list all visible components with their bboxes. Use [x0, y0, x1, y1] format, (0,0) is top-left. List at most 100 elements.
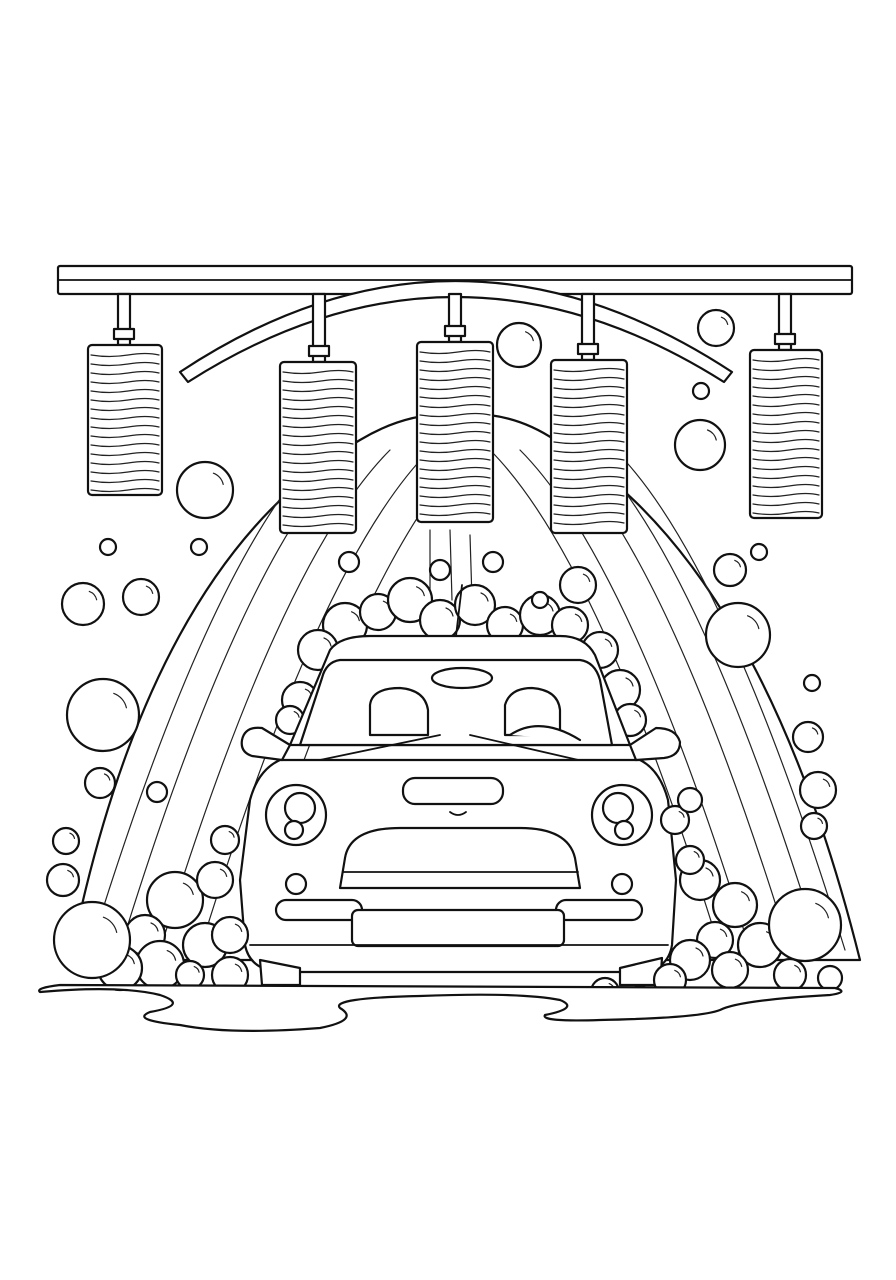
- brush-bristle-line: [752, 402, 820, 408]
- bubble-highlight: [293, 711, 300, 718]
- brush-bristle-line: [553, 385, 625, 391]
- brush-bristle-line: [553, 394, 625, 400]
- brush-bristle-line: [752, 483, 820, 489]
- brush-bristle-line: [419, 394, 491, 400]
- soap-bubble: [337, 550, 361, 574]
- bubble-highlight: [693, 851, 700, 858]
- bubble-highlight: [113, 692, 127, 709]
- bubble-highlight: [103, 773, 111, 781]
- bubble-highlight: [219, 868, 228, 877]
- soap-bubble: [691, 381, 711, 401]
- foam-bubble: [209, 824, 241, 856]
- bubble-highlight: [509, 613, 518, 622]
- brush-bristle-line: [282, 468, 354, 474]
- hood-scoop: [401, 776, 505, 806]
- brush-bristle-line: [553, 439, 625, 445]
- bubble-highlight: [102, 916, 118, 933]
- brush-bristle-line: [752, 465, 820, 471]
- foam-bubble: [210, 915, 250, 955]
- brush-bristle-line: [419, 475, 491, 481]
- brush-hanger-clamp: [576, 342, 600, 356]
- brush-bristle-line: [282, 522, 354, 528]
- soap-bubble: [45, 862, 81, 898]
- brush-bristle-line: [419, 376, 491, 382]
- bubble-highlight: [67, 869, 74, 878]
- brush-bristle-line: [90, 433, 160, 439]
- foam-bubble: [711, 881, 759, 929]
- soap-bubble: [495, 321, 543, 369]
- soap-bubble: [428, 558, 452, 582]
- soap-bubble: [98, 537, 118, 557]
- soap-bubble: [60, 581, 106, 627]
- brush-bristle-line: [752, 375, 820, 381]
- brush-bristle-line: [752, 393, 820, 399]
- foam-bubble: [816, 964, 844, 992]
- bubble-highlight: [734, 958, 743, 967]
- foam-bubble: [195, 860, 235, 900]
- brush-bristle-line: [553, 520, 625, 526]
- bubble-highlight: [145, 585, 154, 594]
- brush-bristle-line: [752, 492, 820, 498]
- soap-bubble: [145, 780, 169, 804]
- water-stream-line: [449, 529, 453, 601]
- brush-bristle-line: [282, 441, 354, 447]
- bubble-highlight: [734, 559, 741, 568]
- soap-bubble: [558, 565, 598, 605]
- brush-bristle-line: [419, 412, 491, 418]
- brush-bristle-line: [419, 430, 491, 436]
- license-plate: [350, 908, 566, 948]
- bubble-highlight: [811, 727, 819, 735]
- brush-bristle-line: [282, 477, 354, 483]
- water-stream-line: [159, 449, 391, 951]
- brush-body: [549, 358, 629, 535]
- bubbles: [45, 308, 843, 980]
- brush-bristle-line: [553, 502, 625, 508]
- bubble-highlight: [822, 778, 831, 787]
- brush-bristle-line: [553, 511, 625, 517]
- brush-bristle-line: [752, 447, 820, 453]
- brush-hanger-clamp: [112, 327, 136, 341]
- car-wash-brush: [278, 292, 358, 535]
- brush-bristle-line: [90, 460, 160, 466]
- soap-bubble: [65, 677, 141, 753]
- brush-bristle-line: [752, 510, 820, 516]
- brush-bristle-line: [90, 469, 160, 475]
- foam-bubble: [674, 844, 706, 876]
- soap-bubble: [530, 590, 550, 610]
- bubble-highlight: [323, 637, 332, 647]
- brush-bristle-line: [282, 513, 354, 519]
- brush-bristle-line: [282, 486, 354, 492]
- car-wash-brush: [86, 292, 164, 497]
- brush-bristle-line: [553, 466, 625, 472]
- brush-bristle-line: [90, 451, 160, 457]
- brush-bristle-line: [282, 432, 354, 438]
- soap-bubble: [791, 720, 825, 754]
- brush-bristle-line: [419, 511, 491, 517]
- soap-bubble: [189, 537, 209, 557]
- soap-bubble: [696, 308, 736, 348]
- brush-bristle-line: [752, 456, 820, 462]
- brush-bristle-line: [90, 487, 160, 493]
- side-mirror-right: [628, 726, 682, 762]
- brush-bristle-line: [282, 405, 354, 411]
- brush-bristle-line: [90, 370, 160, 376]
- brush-bristle-line: [282, 369, 354, 375]
- brush-bristle-line: [282, 495, 354, 501]
- brush-bristle-line: [90, 388, 160, 394]
- brush-bristle-line: [90, 361, 160, 367]
- brush-bristle-line: [90, 478, 160, 484]
- brush-body: [748, 348, 824, 520]
- brush-bristle-line: [90, 415, 160, 421]
- brush-bristle-line: [90, 379, 160, 385]
- brush-bristle-line: [419, 493, 491, 499]
- brush-bristle-line: [419, 358, 491, 364]
- brush-bristle-line: [90, 442, 160, 448]
- brush-bristle-line: [752, 357, 820, 363]
- bubble-highlight: [794, 964, 801, 973]
- soap-bubble: [52, 900, 132, 980]
- bubble-highlight: [88, 590, 98, 601]
- bubble-highlight: [212, 472, 224, 485]
- brush-hanger-clamp: [307, 344, 331, 358]
- soap-bubble: [712, 552, 748, 588]
- brush-bristle-line: [90, 406, 160, 412]
